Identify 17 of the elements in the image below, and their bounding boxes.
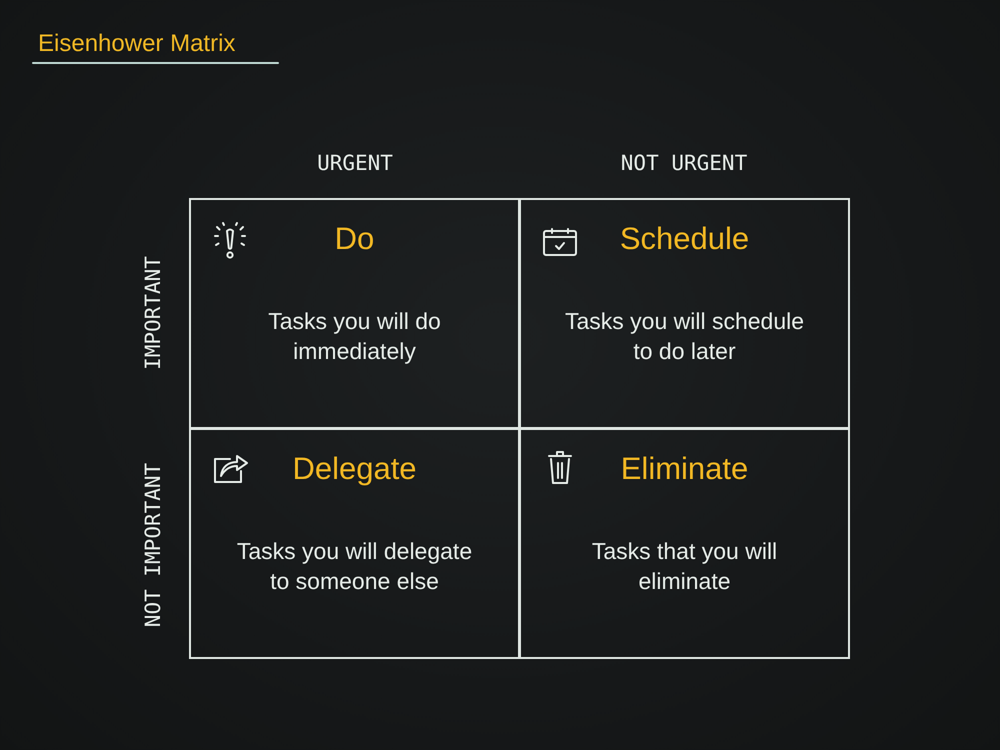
axis-label: NOT URGENT [620,151,748,175]
quadrant-heading: Eliminate [620,450,750,488]
quadrant-heading: Do [334,220,376,258]
quadrant-description: Tasks you will schedule to do later [564,307,806,366]
axis-label: IMPORTANT [141,256,165,370]
quadrant-description: Tasks you will delegate to someone else [236,537,474,596]
axis-label: URGENT [317,151,393,175]
quadrant-heading: Delegate [291,450,418,488]
matrix-quadrant [519,198,850,429]
matrix-quadrant [189,198,520,429]
quadrant-heading: Schedule [618,220,750,258]
matrix-quadrant [189,428,520,659]
diagram-title: Eisenhower Matrix [38,30,236,58]
axis-label: NOT IMPORTANT [141,462,165,628]
quadrant-description: Tasks that you will eliminate [590,537,778,596]
quadrant-description: Tasks you will do immediately [267,307,442,366]
matrix-quadrant [519,428,850,659]
